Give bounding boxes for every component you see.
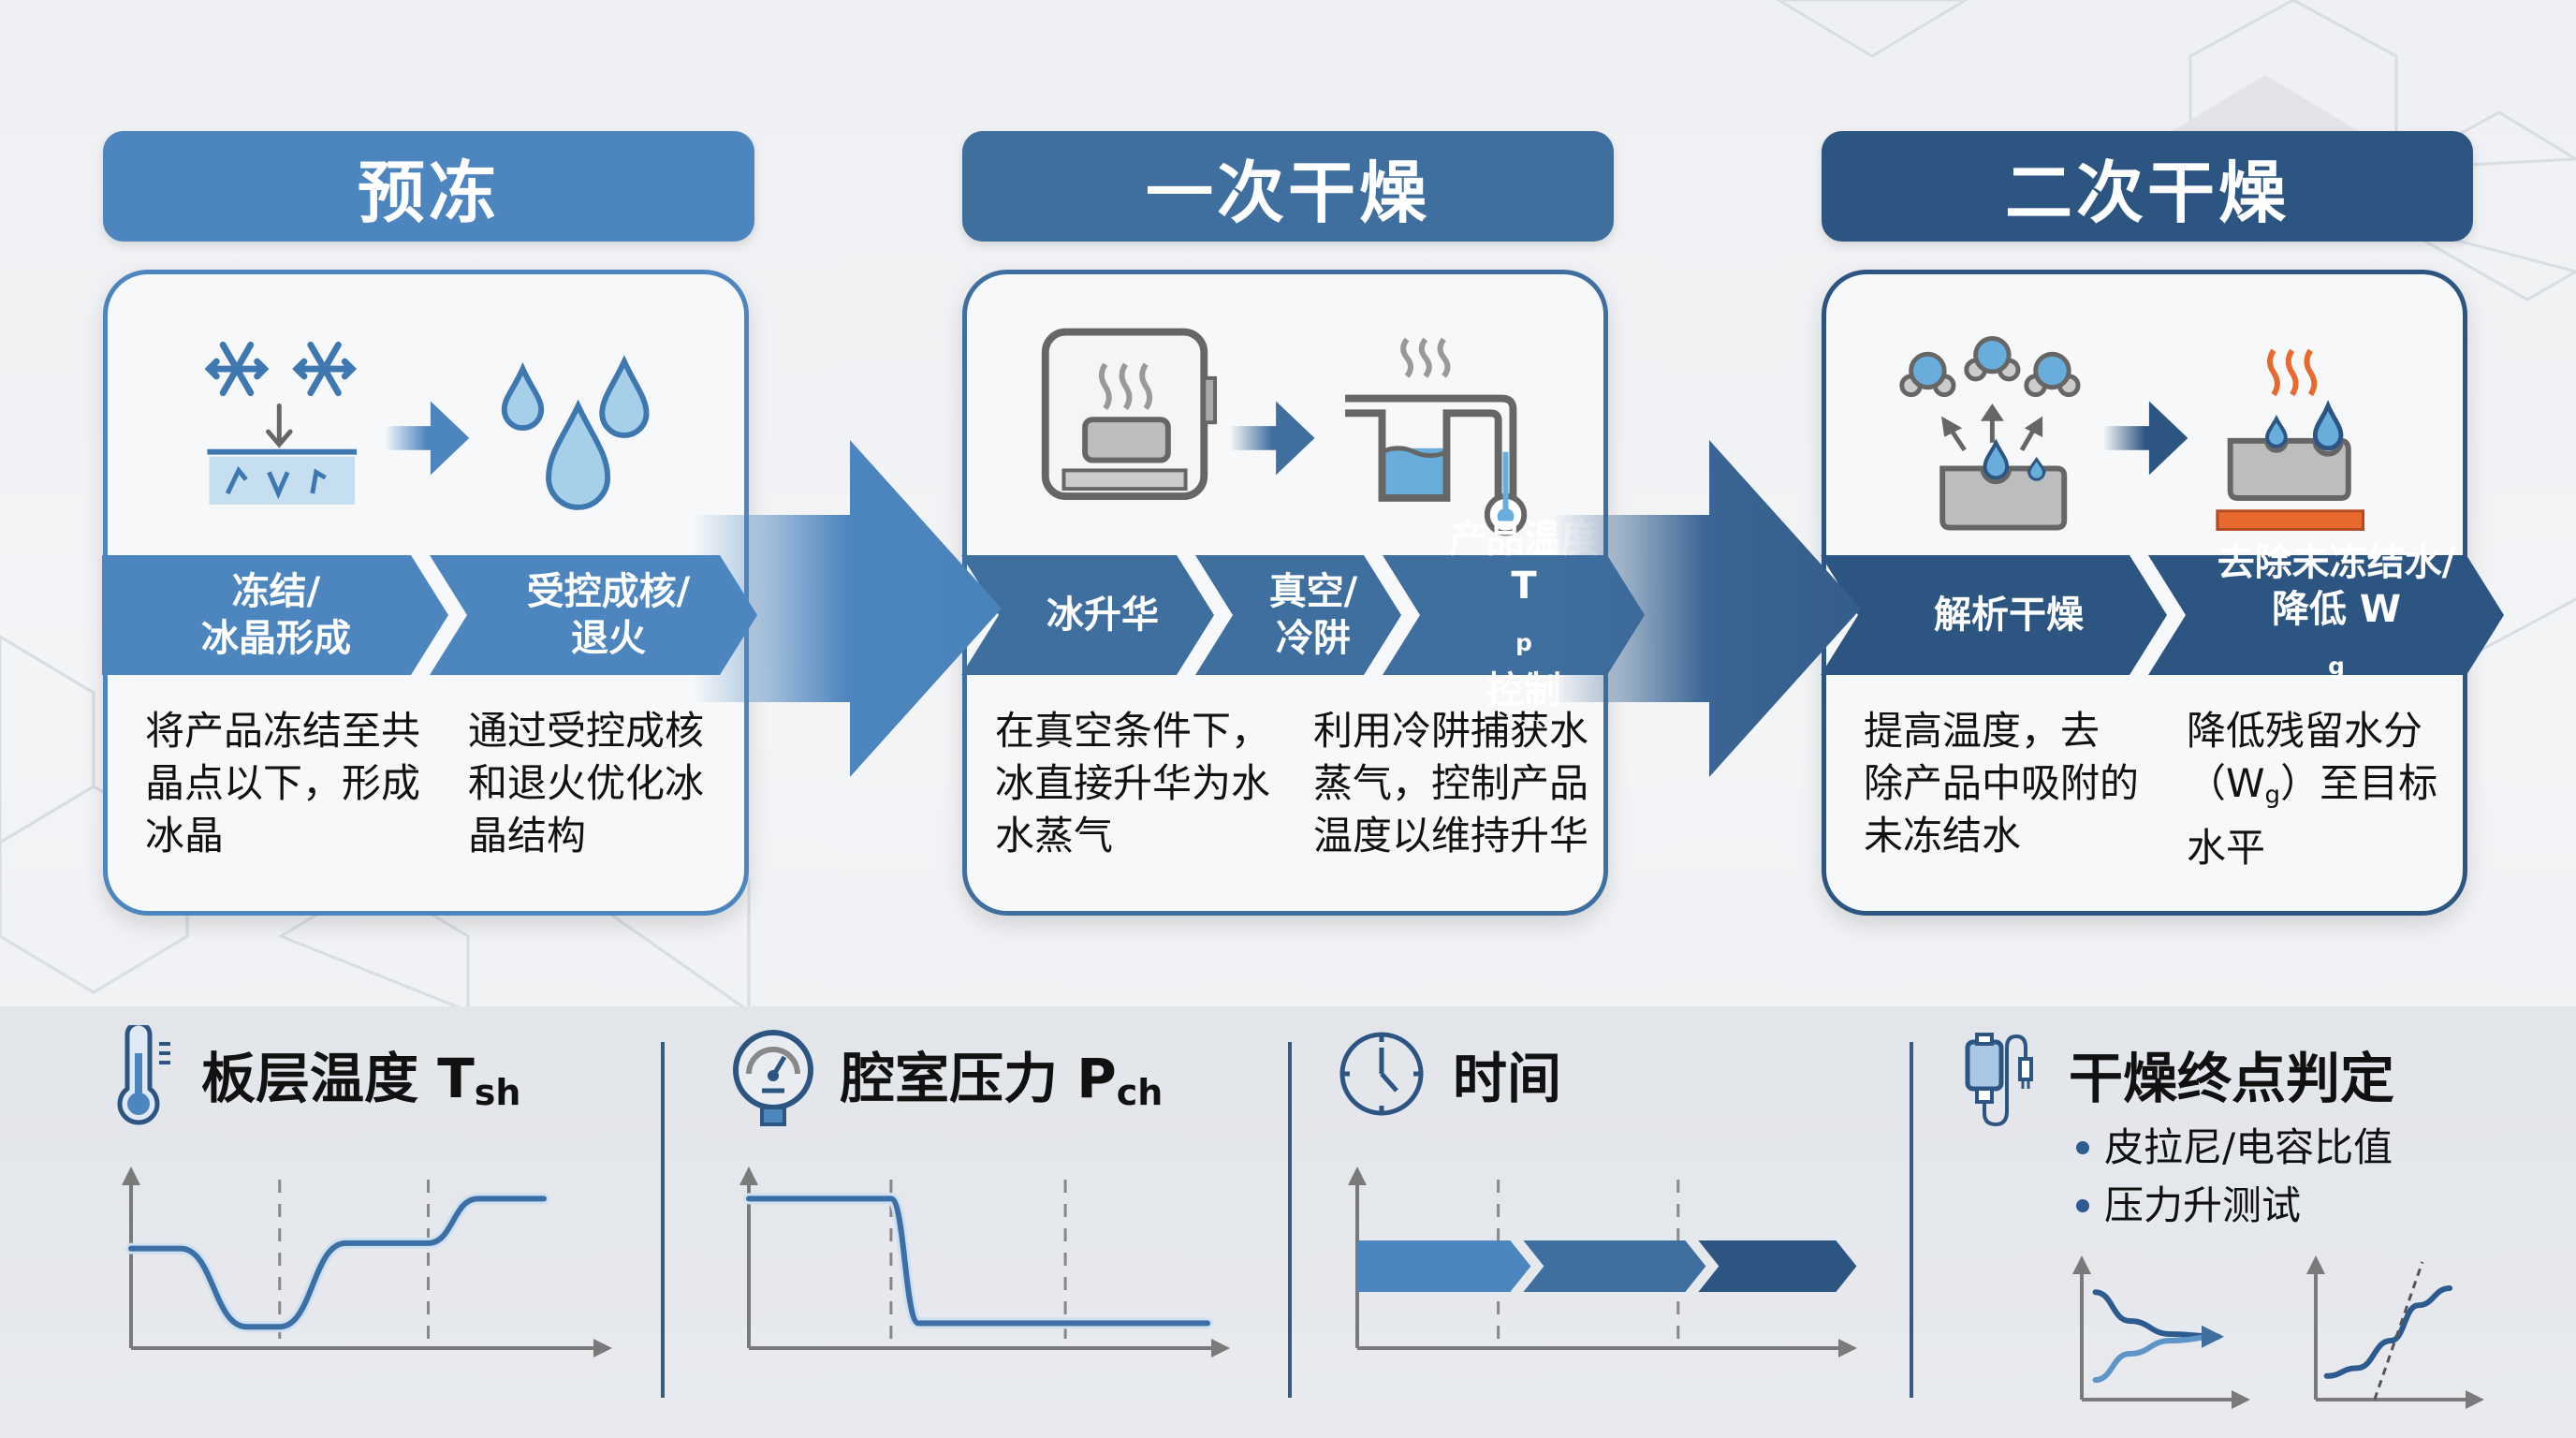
condenser-cold-trap-icon xyxy=(1345,337,1528,536)
x-axis-arrowhead xyxy=(2466,1390,2484,1409)
phase-title: 预冻 xyxy=(357,153,500,232)
section-divider xyxy=(661,1042,665,1398)
desc-residual-moisture: 降低残留水分 （Wg）至目标 水平 xyxy=(2187,708,2438,871)
step-sublimation: 冰升华 xyxy=(1046,594,1159,637)
process-parameters-panel: 板层温度 Tsh 腔室压力 Pch 时间 xyxy=(0,1006,2576,1438)
step-chevron xyxy=(102,555,448,675)
pressure-rise-chart xyxy=(2306,1255,2484,1409)
param-chamber-pressure: 腔室压力 Pch xyxy=(730,1006,1254,1438)
step-desorption-drying: 解析干燥 xyxy=(1934,594,2084,637)
step-chevron xyxy=(1195,555,1401,675)
thermometer-icon xyxy=(117,1025,170,1125)
time-segment-1 xyxy=(1357,1240,1531,1292)
x-axis-arrowhead xyxy=(2232,1390,2250,1409)
time-phase-chart xyxy=(1348,1167,1857,1357)
desc-desorption: 提高温度，去除产品中吸附的未冻结水 xyxy=(1864,708,2140,858)
step-chevron xyxy=(1821,555,2167,675)
primary-drying-icons xyxy=(1041,328,1528,536)
desc-freezing: 将产品冻结至共晶点以下，形成冰晶 xyxy=(145,708,421,858)
desc-condenser: 利用冷阱捕获水蒸气，控制产品温度以维持升华 xyxy=(1313,708,1589,858)
step-vacuum-condenser: 真空/冷阱 xyxy=(1268,570,1358,660)
water-drops-icon xyxy=(501,355,650,510)
series-line-glow xyxy=(125,1193,549,1333)
y-axis-arrowhead xyxy=(2306,1255,2325,1274)
pressure-gauge-icon xyxy=(733,1030,813,1126)
desc-annealing: 通过受控成核和退火优化冰晶结构 xyxy=(468,708,705,858)
endpoint-methods-list: 皮拉尼/电容比值 压力升测试 xyxy=(2076,1119,2393,1235)
prefreeze-step-chevrons xyxy=(102,555,757,675)
time-segment-2 xyxy=(1523,1240,1706,1292)
phase-transition-arrow-1 xyxy=(693,440,1002,777)
arrow-icon xyxy=(2102,401,2188,476)
param-drying-endpoint: 干燥终点判定 皮拉尼/电容比值 压力升测试 xyxy=(1956,1006,2555,1438)
param-time: 时间 xyxy=(1339,1006,1881,1438)
step-chevron xyxy=(961,555,1214,675)
heated-product-icon xyxy=(2216,348,2365,531)
section-divider xyxy=(1910,1042,1913,1398)
step-chevron xyxy=(430,555,757,675)
arrow-icon xyxy=(384,401,470,476)
x-axis-arrowhead xyxy=(1838,1339,1857,1357)
x-axis-arrowhead xyxy=(593,1339,612,1357)
series-pirani xyxy=(2092,1289,2221,1340)
snowflake-freezing-icon xyxy=(204,341,358,448)
shelf-temperature-chart xyxy=(122,1167,612,1357)
y-axis-arrowhead xyxy=(739,1167,758,1185)
phase-header-prefreeze: 预冻 xyxy=(103,131,754,242)
secondary-drying-icons xyxy=(1899,336,2365,531)
time-segment-3 xyxy=(1698,1240,1857,1292)
list-item: 压力升测试 xyxy=(2076,1177,2393,1235)
prefreeze-icons xyxy=(204,341,650,510)
convergence-arrowhead xyxy=(2202,1325,2224,1348)
step-chevron xyxy=(2148,555,2504,675)
x-axis-arrowhead xyxy=(1211,1339,1230,1357)
tangent-line xyxy=(2373,1261,2424,1401)
secondary-drying-step-chevrons xyxy=(1821,555,2504,675)
param-title: 干燥终点判定 xyxy=(2069,1047,2395,1110)
param-title: 时间 xyxy=(1453,1047,1562,1110)
series-line xyxy=(128,1196,547,1330)
y-axis-arrowhead xyxy=(1348,1167,1367,1185)
arrow-icon xyxy=(1229,401,1315,476)
phase-card-prefreeze: 冻结/冰晶形成 受控成核/退火 将产品冻结至共晶点以下，形成冰晶 通过受控成核和… xyxy=(102,270,757,916)
phase-title: 二次干燥 xyxy=(2004,153,2290,232)
series-capacitance xyxy=(2092,1333,2221,1383)
chamber-pressure-chart xyxy=(739,1167,1230,1357)
step-controlled-nucleation: 受控成核/退火 xyxy=(526,570,691,660)
pirani-capacitance-chart xyxy=(2072,1255,2250,1409)
series-line xyxy=(746,1196,1210,1327)
list-item: 皮拉尼/电容比值 xyxy=(2076,1119,2393,1177)
phase-transition-arrow-2 xyxy=(1552,440,1861,777)
desc-sublimation: 在真空条件下，冰直接升华为水水蒸气 xyxy=(995,708,1271,858)
ice-crystal-marks xyxy=(225,465,327,500)
section-divider xyxy=(1288,1042,1292,1398)
sensor-probe-icon xyxy=(1965,1033,2033,1127)
param-shelf-temperature: 板层温度 Tsh xyxy=(112,1006,637,1438)
series-pressure xyxy=(2323,1285,2453,1379)
y-axis-arrowhead xyxy=(122,1167,140,1185)
water-molecules-desorption-icon xyxy=(1899,336,2081,531)
y-axis-arrowhead xyxy=(2072,1255,2091,1274)
series-line-glow xyxy=(743,1193,1213,1329)
phase-title: 一次干燥 xyxy=(1145,153,1430,232)
step-freezing: 冻结/冰晶形成 xyxy=(201,570,351,660)
freeze-dryer-chamber-icon xyxy=(1041,328,1218,500)
param-title: 腔室压力 Pch xyxy=(841,1047,1164,1113)
phase-header-secondary-drying: 二次干燥 xyxy=(1822,131,2473,242)
phase-header-primary-drying: 一次干燥 xyxy=(962,131,1614,242)
clock-icon xyxy=(1339,1032,1424,1116)
param-title: 板层温度 Tsh xyxy=(201,1047,521,1113)
